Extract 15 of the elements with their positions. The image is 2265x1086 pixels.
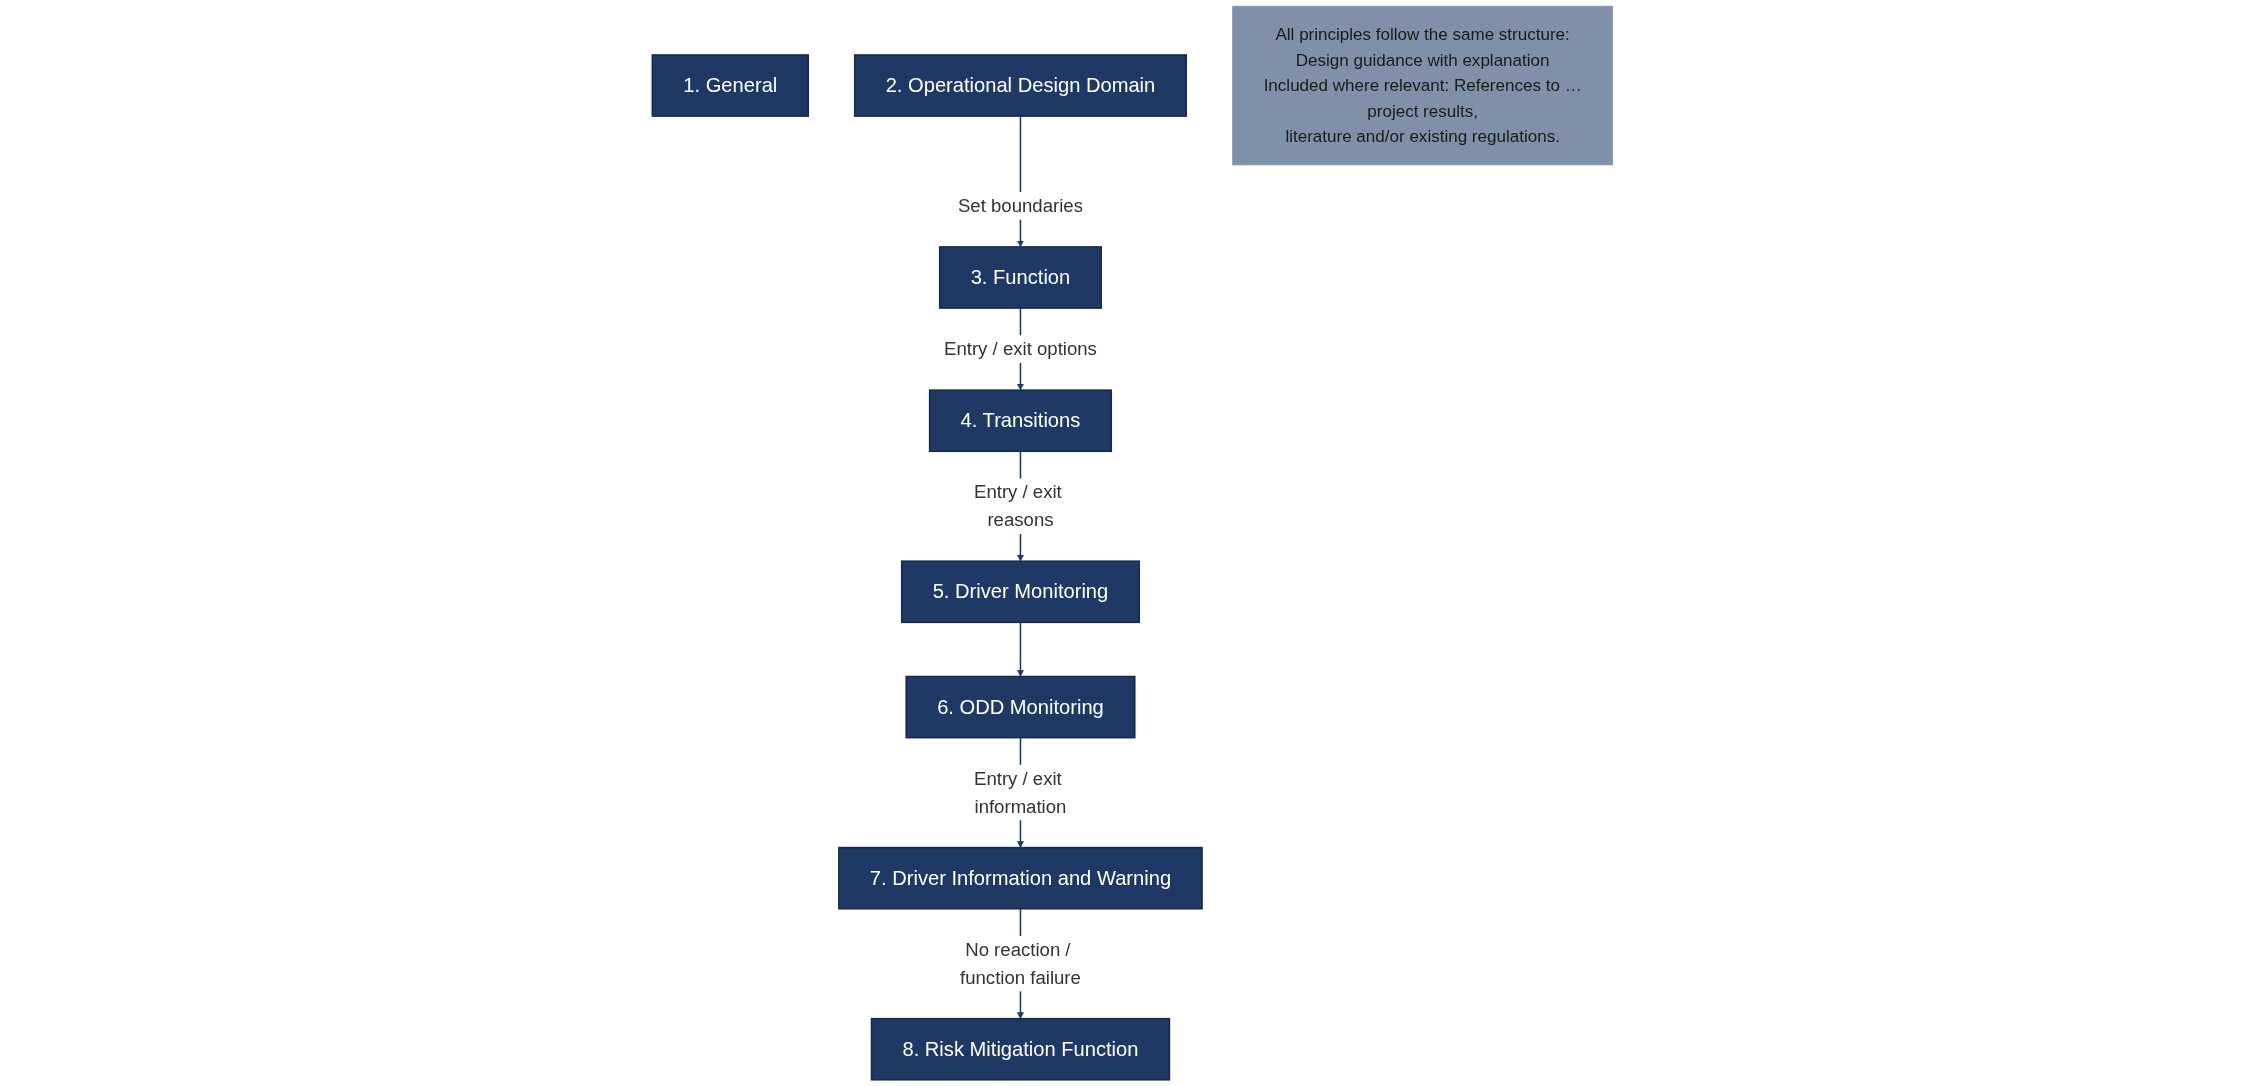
edge-label: Entry / exit information bbox=[973, 767, 1067, 817]
node-box: All principles follow the same structure: Design guidance with explanation Included where relevant: References to … project results, literature and/or existing regulations. bbox=[1232, 5, 1614, 166]
edge-label: Entry / exit reasons bbox=[973, 481, 1062, 531]
edge-label: Set boundaries bbox=[957, 195, 1083, 216]
node-box: 5. Driver Monitoring bbox=[900, 560, 1140, 624]
edge-label: No reaction / function failure bbox=[960, 938, 1081, 988]
node-box: 8. Risk Mitigation Function bbox=[870, 1017, 1171, 1081]
node-box: 2. Operational Design Domain bbox=[853, 54, 1187, 117]
edge-label: Entry / exit options bbox=[944, 338, 1097, 360]
node-box: 4. Transitions bbox=[928, 389, 1113, 453]
node-box: 6. ODD Monitoring bbox=[905, 675, 1136, 739]
arrow bbox=[1017, 621, 1024, 677]
node-box: 7. Driver Information and Warning bbox=[838, 846, 1203, 910]
node-box: 1. General bbox=[651, 54, 810, 117]
node-box: 3. Function bbox=[938, 246, 1102, 309]
